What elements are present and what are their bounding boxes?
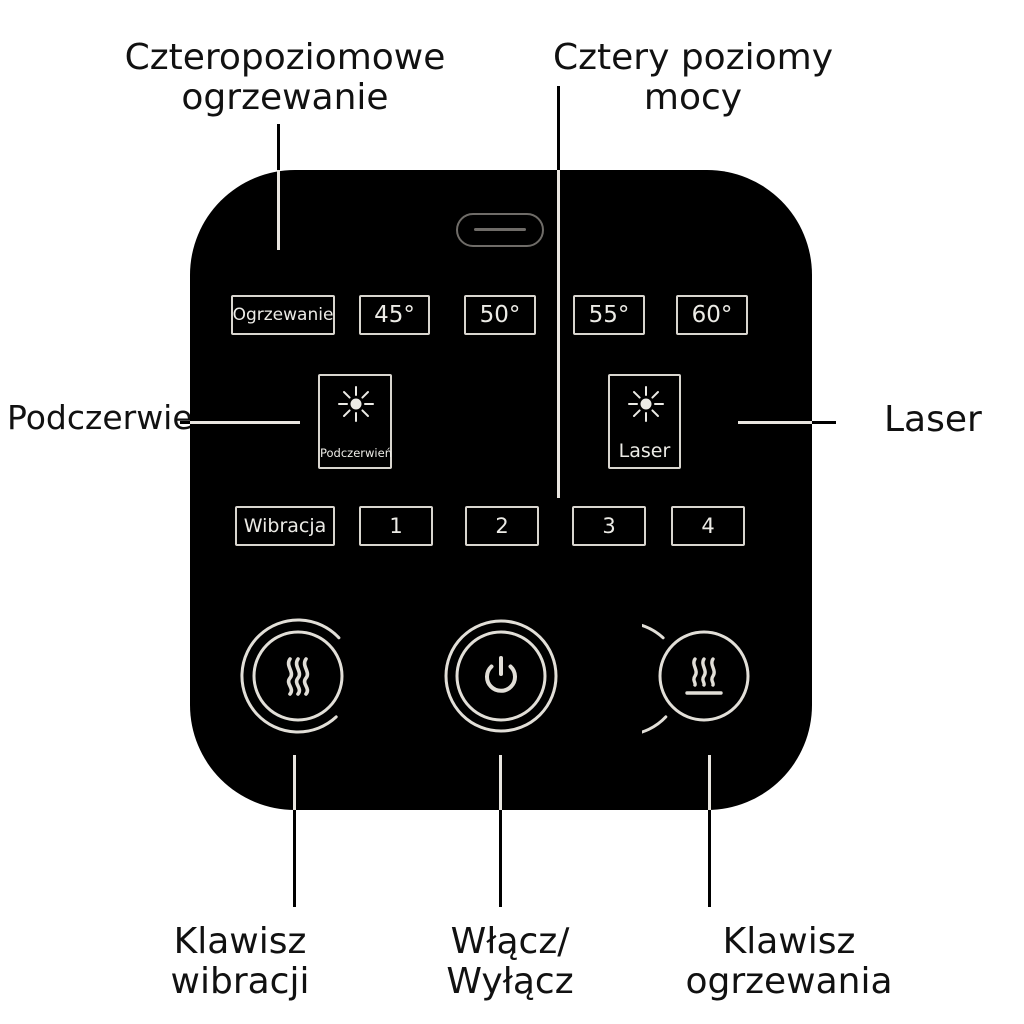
leader-heating-levels [277, 124, 280, 170]
heating-button[interactable] [642, 614, 766, 738]
leader-vibration-key-inner [293, 755, 296, 810]
power-button[interactable] [439, 614, 563, 738]
vibration-wave-icon [286, 657, 310, 696]
callout-vibration-key: Klawisz wibracji [140, 921, 340, 1003]
callout-heating-levels-line1: Czteropoziomowe [124, 37, 446, 78]
leader-power-key [499, 810, 502, 907]
sun-icon [338, 386, 374, 422]
callout-power-levels-line2: mocy [643, 77, 743, 119]
leader-power-key-inner [499, 755, 502, 810]
heating-label-key[interactable]: Ogrzewanie [231, 295, 335, 335]
vibration-level-1-key[interactable]: 1 [359, 506, 433, 546]
laser-mode-label: Laser [618, 440, 671, 462]
callout-power-levels: Cztery poziomy mocy [548, 37, 838, 119]
vibration-level-4-key[interactable]: 4 [671, 506, 745, 546]
callout-power-levels-line1: Cztery poziomy [552, 37, 834, 78]
callout-heating-key-line1: Klawisz [722, 921, 856, 962]
callout-power-key-line2: Wyłącz [446, 961, 574, 1003]
charging-port-icon [456, 213, 544, 247]
callout-power-key-line1: Włącz/ [450, 921, 570, 962]
leader-laser-inner [738, 421, 812, 424]
laser-mode-key[interactable]: Laser [608, 374, 681, 469]
leader-heating-levels-inner [277, 170, 280, 250]
leader-infrared-inner [190, 421, 300, 424]
control-panel [190, 170, 812, 810]
callout-infrared: Podczerwień [7, 398, 214, 437]
vibration-button[interactable] [236, 614, 360, 738]
callout-heating-levels-line2: ogrzewanie [181, 77, 389, 119]
temp-45-key[interactable]: 45° [359, 295, 430, 335]
callout-power-key: Włącz/ Wyłącz [405, 921, 615, 1003]
temp-60-key[interactable]: 60° [676, 295, 748, 335]
heat-waves-icon [685, 657, 723, 695]
leader-heating-key-inner [708, 755, 711, 810]
infrared-mode-key[interactable]: Podczerwień [318, 374, 392, 469]
leader-vibration-key [293, 810, 296, 907]
callout-heating-key: Klawisz ogrzewania [660, 921, 918, 1003]
vibration-label-key[interactable]: Wibracja [235, 506, 335, 546]
vibration-level-2-key[interactable]: 2 [465, 506, 539, 546]
leader-power-levels-inner [557, 170, 560, 498]
callout-vibration-key-line1: Klawisz [173, 921, 307, 962]
temp-50-key[interactable]: 50° [464, 295, 536, 335]
power-icon [485, 656, 517, 693]
leader-heating-key [708, 810, 711, 907]
callout-heating-levels: Czteropoziomowe ogrzewanie [120, 37, 450, 119]
temp-55-key[interactable]: 55° [573, 295, 645, 335]
sun-icon [628, 386, 664, 422]
callout-vibration-key-line2: wibracji [170, 961, 310, 1003]
callout-heating-key-line2: ogrzewania [685, 961, 893, 1003]
callout-laser: Laser [884, 399, 982, 440]
leader-laser [812, 421, 836, 424]
vibration-level-3-key[interactable]: 3 [572, 506, 646, 546]
leader-infrared [180, 421, 190, 424]
leader-power-levels [557, 86, 560, 170]
infrared-mode-label: Podczerwień [320, 446, 392, 460]
